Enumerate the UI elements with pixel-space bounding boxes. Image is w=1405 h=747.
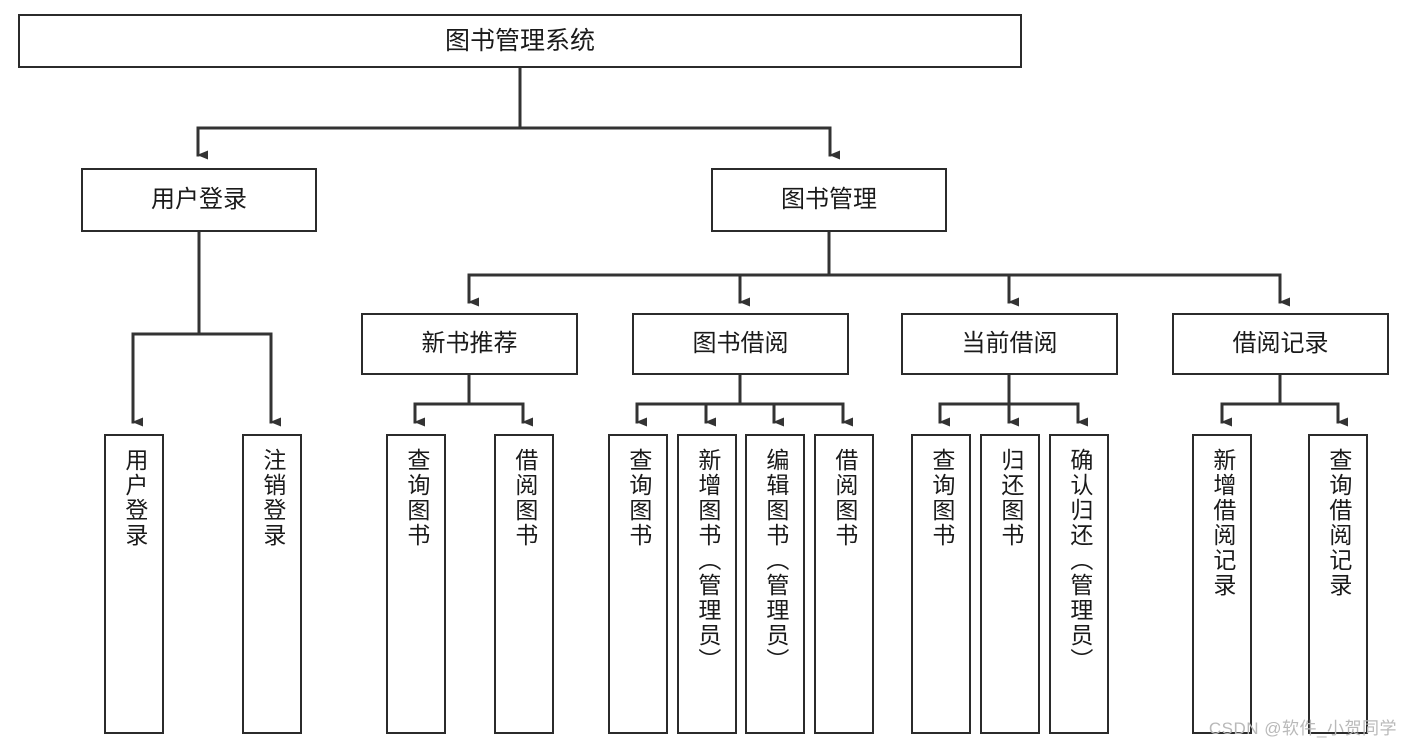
node-leaf-edit-book-admin[interactable]: 编辑图书（管理员）: [745, 434, 805, 734]
node-label: 图书管理: [781, 186, 877, 214]
node-label: 新书推荐: [421, 330, 518, 358]
node-leaf-query-book-borrow[interactable]: 查询图书: [608, 434, 668, 734]
node-leaf-query-borrow-record[interactable]: 查询借阅记录: [1308, 434, 1368, 734]
node-label: 查询图书: [625, 448, 652, 548]
node-label: 新增图书（管理员）: [694, 448, 721, 673]
node-leaf-return-book[interactable]: 归还图书: [980, 434, 1040, 734]
node-label: 当前借阅: [961, 330, 1058, 358]
node-new-book-recommendation[interactable]: 新书推荐: [361, 313, 578, 375]
node-label: 编辑图书（管理员）: [762, 448, 789, 673]
node-label: 查询图书: [403, 448, 430, 548]
node-borrowing-records[interactable]: 借阅记录: [1172, 313, 1389, 375]
node-book-management[interactable]: 图书管理: [711, 168, 947, 232]
node-label: 借阅图书: [831, 448, 858, 548]
node-leaf-add-borrow-record[interactable]: 新增借阅记录: [1192, 434, 1252, 734]
node-label: 查询图书: [928, 448, 955, 548]
csdn-watermark: CSDN @软件_小贺同学: [1208, 719, 1397, 738]
node-label: 查询借阅记录: [1325, 448, 1352, 598]
node-label: 图书借阅: [692, 330, 789, 358]
node-label: 确认归还（管理员）: [1066, 448, 1093, 673]
node-book-borrowing[interactable]: 图书借阅: [632, 313, 849, 375]
node-label: 借阅记录: [1232, 330, 1329, 358]
node-leaf-logout[interactable]: 注销登录: [242, 434, 302, 734]
node-leaf-add-book-admin[interactable]: 新增图书（管理员）: [677, 434, 737, 734]
node-label: 用户登录: [121, 448, 148, 548]
node-current-borrowing[interactable]: 当前借阅: [901, 313, 1118, 375]
node-label: 注销登录: [259, 448, 286, 548]
node-label: 归还图书: [997, 448, 1024, 548]
node-label: 用户登录: [151, 186, 247, 214]
node-leaf-borrow-book-new[interactable]: 借阅图书: [494, 434, 554, 734]
node-label: 借阅图书: [511, 448, 538, 548]
node-label: 新增借阅记录: [1209, 448, 1236, 598]
node-leaf-query-book-new[interactable]: 查询图书: [386, 434, 446, 734]
node-root-book-management-system[interactable]: 图书管理系统: [18, 14, 1022, 68]
node-user-login[interactable]: 用户登录: [81, 168, 317, 232]
node-leaf-user-login[interactable]: 用户登录: [104, 434, 164, 734]
node-label: 图书管理系统: [444, 26, 595, 55]
node-leaf-query-book-current[interactable]: 查询图书: [911, 434, 971, 734]
node-leaf-borrow-book[interactable]: 借阅图书: [814, 434, 874, 734]
node-leaf-confirm-return-admin[interactable]: 确认归还（管理员）: [1049, 434, 1109, 734]
